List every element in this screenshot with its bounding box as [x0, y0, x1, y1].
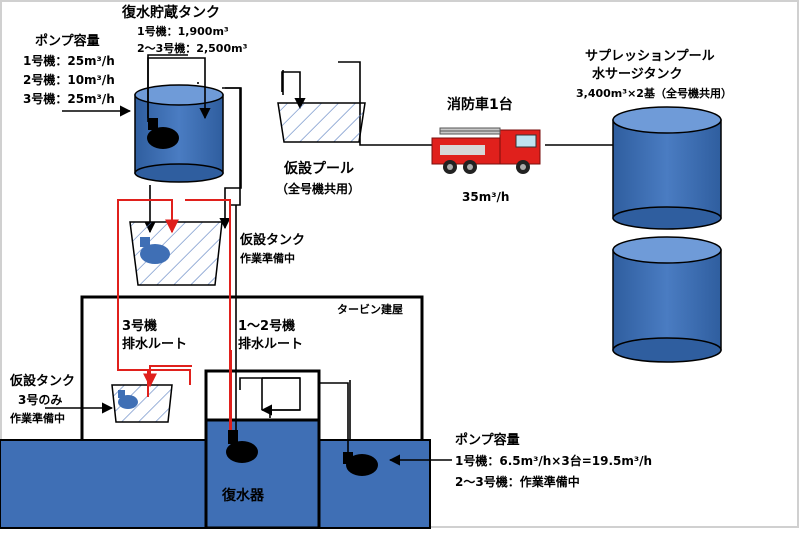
- route-unit3-b: 排水ルート: [122, 336, 187, 352]
- temp-tank-lower-unit: 3号のみ: [18, 392, 62, 407]
- suppression-title: サプレッションプール: [585, 49, 715, 64]
- route-unit12-b: 排水ルート: [238, 336, 303, 352]
- pump-icon: [346, 454, 378, 476]
- pump-unit3: 3号機：25m³/h: [23, 91, 115, 106]
- suppression-tank-upper: [612, 106, 722, 230]
- temporary-tank-lower: [111, 384, 173, 423]
- storage-tank-unit23: 2～3号機：2,500m³: [137, 41, 248, 55]
- pump2-unit23: 2～3号機：作業準備中: [455, 474, 580, 489]
- storage-tank-unit1: 1号機：1,900m³: [137, 24, 229, 38]
- temp-pool-label: 仮設プール: [283, 160, 354, 177]
- pump-icon: [118, 395, 138, 409]
- pump-icon: [228, 430, 238, 444]
- fire-truck-icon: [431, 127, 541, 174]
- pump-capacity2-title: ポンプ容量: [455, 432, 520, 448]
- temp-tank-upper-label: 仮設タンク: [239, 232, 305, 248]
- turbine-building-label: タービン建屋: [337, 302, 403, 316]
- temp-tank-lower-label: 仮設タンク: [9, 373, 75, 389]
- pump-icon: [226, 441, 258, 463]
- suppression-capacity: 3,400m³×2基（全号機共用）: [576, 86, 732, 100]
- route-unit3-a: 3号機: [122, 318, 157, 334]
- suppression-tank-lower: [612, 236, 722, 363]
- storage-tank-title: 復水貯蔵タンク: [121, 4, 220, 21]
- pump2-unit1: 1号機：6.5m³/h×3台=19.5m³/h: [455, 453, 652, 468]
- suppression-title2: 水サージタンク: [592, 66, 682, 82]
- pump-unit2: 2号機：10m³/h: [23, 72, 115, 87]
- pump-icon: [147, 127, 179, 149]
- pump-icon: [343, 452, 353, 464]
- pump-icon: [140, 244, 170, 264]
- condenser-label: 復水器: [221, 487, 265, 504]
- temp-pool-note: （全号機共用）: [276, 181, 360, 196]
- pump-unit1: 1号機：25m³/h: [23, 53, 115, 68]
- temp-tank-upper-status: 作業準備中: [240, 251, 295, 265]
- temporary-pool: 仮設プール （全号機共用）: [276, 102, 366, 196]
- temporary-tank-upper: [129, 221, 223, 286]
- condensate-storage-tank: [134, 84, 224, 183]
- fire-truck-rate: 35m³/h: [462, 190, 509, 204]
- fire-truck-label: 消防車1台: [447, 96, 513, 113]
- pump-icon: [148, 118, 158, 130]
- route-unit12-a: 1～2号機: [238, 318, 295, 334]
- temp-tank-lower-status: 作業準備中: [10, 411, 65, 425]
- pump-capacity-title: ポンプ容量: [35, 33, 100, 49]
